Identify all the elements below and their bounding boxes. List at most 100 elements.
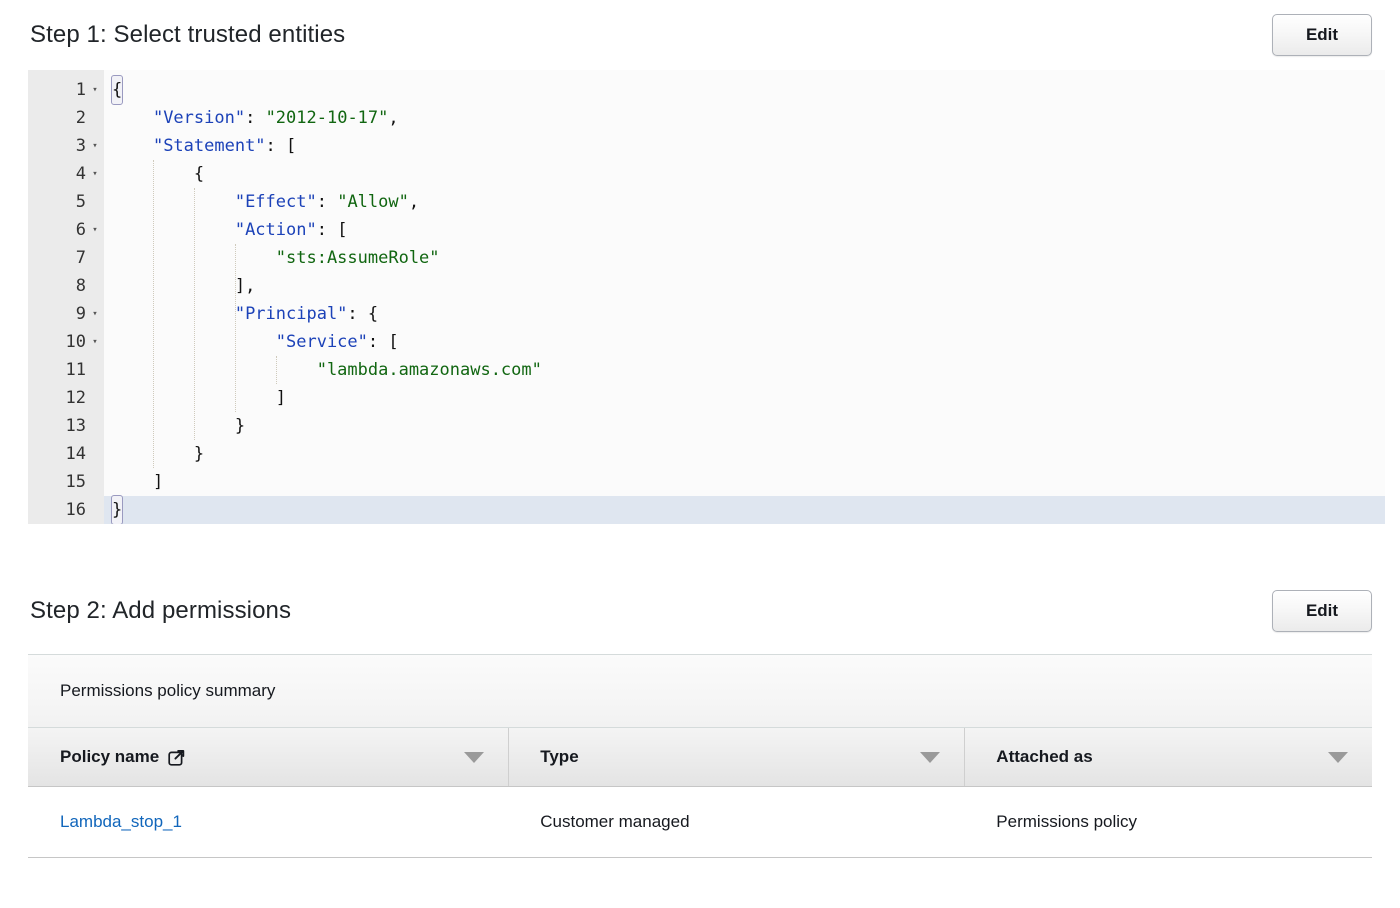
code-line-9[interactable]: "Principal": { — [104, 300, 1385, 328]
step1-title: Step 1: Select trusted entities — [30, 21, 346, 48]
code-token-punct: : — [245, 108, 266, 128]
line-number: 10 — [65, 332, 86, 352]
cell-policy-name: Lambda_stop_1 — [28, 786, 509, 858]
step2-header: Step 2: Add permissions Edit — [0, 568, 1400, 654]
gutter-line-5: 5 — [28, 188, 104, 216]
code-token-punct: : [ — [367, 332, 399, 352]
code-line-11[interactable]: "lambda.amazonaws.com" — [104, 356, 1385, 384]
gutter-line-7: 7 — [28, 244, 104, 272]
gutter-line-3: 3 — [28, 132, 104, 160]
sort-triangle-icon-policy-name[interactable] — [464, 751, 485, 763]
column-label-attached-as: Attached as — [996, 747, 1093, 766]
code-line-8[interactable]: ], — [104, 272, 1385, 300]
code-token-plain — [112, 272, 235, 300]
code-line-3[interactable]: "Statement": [ — [104, 132, 1385, 160]
code-token-punct: { — [193, 164, 205, 184]
code-line-1[interactable]: { — [104, 75, 1385, 105]
cell-type: Customer managed — [508, 786, 965, 858]
gutter-line-2: 2 — [28, 104, 104, 132]
column-header-attached-as[interactable]: Attached as — [964, 728, 1372, 787]
sort-triangle-icon-attached-as[interactable] — [1328, 751, 1348, 763]
sort-triangle-icon-type[interactable] — [920, 751, 941, 763]
code-line-5[interactable]: "Effect": "Allow", — [104, 188, 1385, 216]
fold-arrow-icon[interactable] — [90, 216, 100, 244]
code-token-plain — [112, 160, 194, 188]
fold-arrow-icon[interactable] — [90, 160, 100, 188]
policy-name-link[interactable]: Lambda_stop_1 — [60, 812, 182, 831]
code-token-punct: : — [316, 192, 338, 212]
external-link-icon[interactable] — [168, 749, 185, 766]
code-line-12[interactable]: ] — [104, 384, 1385, 412]
code-token-plain — [112, 412, 235, 440]
line-number: 7 — [75, 248, 86, 268]
column-label-policy-name: Policy name — [60, 747, 160, 766]
step2-edit-button[interactable]: Edit — [1272, 590, 1372, 632]
line-number: 1 — [75, 80, 86, 100]
line-number: 4 — [75, 164, 86, 184]
permissions-policy-summary-label: Permissions policy summary — [28, 655, 1372, 728]
code-line-10[interactable]: "Service": [ — [104, 328, 1385, 356]
code-line-4[interactable]: { — [104, 160, 1385, 188]
code-token-str: "2012-10-17" — [265, 108, 389, 128]
code-token-plain — [112, 468, 153, 496]
editor-code-area[interactable]: { "Version": "2012-10-17", "Statement": … — [104, 70, 1385, 524]
code-line-15[interactable]: ] — [104, 468, 1385, 496]
column-header-type[interactable]: Type — [508, 728, 965, 787]
gutter-line-16: 16 — [28, 496, 104, 524]
line-number: 5 — [75, 192, 86, 212]
line-number: 8 — [75, 276, 86, 296]
step2-divider — [28, 654, 1372, 655]
line-number: 6 — [75, 220, 86, 240]
line-number: 3 — [75, 136, 86, 156]
step1-edit-button[interactable]: Edit — [1272, 14, 1372, 56]
code-token-plain — [112, 244, 276, 272]
code-token-plain — [112, 328, 276, 356]
code-line-6[interactable]: "Action": [ — [104, 216, 1385, 244]
fold-arrow-icon[interactable] — [90, 300, 100, 328]
line-number: 15 — [65, 472, 86, 492]
fold-arrow-icon[interactable] — [90, 76, 100, 104]
gutter-line-12: 12 — [28, 384, 104, 412]
line-number: 16 — [65, 500, 86, 520]
code-line-2[interactable]: "Version": "2012-10-17", — [104, 104, 1385, 132]
table-header-row: Policy name — [28, 728, 1372, 787]
step1-header: Step 1: Select trusted entities Edit — [0, 0, 1400, 70]
code-token-punct: : [ — [316, 220, 348, 240]
gutter-line-4: 4 — [28, 160, 104, 188]
column-label-type: Type — [540, 747, 579, 766]
code-line-7[interactable]: "sts:AssumeRole" — [104, 244, 1385, 272]
code-token-str: "Allow" — [337, 192, 409, 212]
code-token-plain — [112, 384, 276, 412]
code-token-punct: ] — [275, 388, 287, 408]
code-token-punct: ], — [234, 276, 256, 296]
line-number: 11 — [65, 360, 86, 380]
gutter-line-9: 9 — [28, 300, 104, 328]
line-number: 2 — [75, 108, 86, 128]
permissions-policy-table: Permissions policy summary Policy name — [28, 655, 1372, 858]
line-number: 9 — [75, 304, 86, 324]
column-header-policy-name[interactable]: Policy name — [28, 728, 509, 787]
fold-arrow-icon[interactable] — [90, 328, 100, 356]
code-token-punct: } — [234, 416, 246, 436]
code-line-13[interactable]: } — [104, 412, 1385, 440]
gutter-line-14: 14 — [28, 440, 104, 468]
code-token-plain — [112, 300, 235, 328]
fold-arrow-icon[interactable] — [90, 132, 100, 160]
code-line-16[interactable]: } — [104, 495, 1385, 524]
gutter-line-6: 6 — [28, 216, 104, 244]
line-number: 14 — [65, 444, 86, 464]
code-token-plain — [112, 132, 153, 160]
trust-policy-editor[interactable]: 12345678910111213141516 { "Version": "20… — [28, 70, 1385, 524]
code-token-punct: { — [110, 75, 124, 105]
code-token-punct: : { — [347, 304, 379, 324]
code-line-14[interactable]: } — [104, 440, 1385, 468]
gutter-line-8: 8 — [28, 272, 104, 300]
code-token-key: "Version" — [152, 108, 246, 128]
gutter-line-11: 11 — [28, 356, 104, 384]
gutter-line-10: 10 — [28, 328, 104, 356]
step2-title: Step 2: Add permissions — [30, 597, 292, 624]
cell-attached-as: Permissions policy — [964, 786, 1372, 858]
code-token-punct: ] — [152, 472, 164, 492]
code-token-punct: : [ — [265, 136, 297, 156]
code-token-plain — [112, 188, 235, 216]
